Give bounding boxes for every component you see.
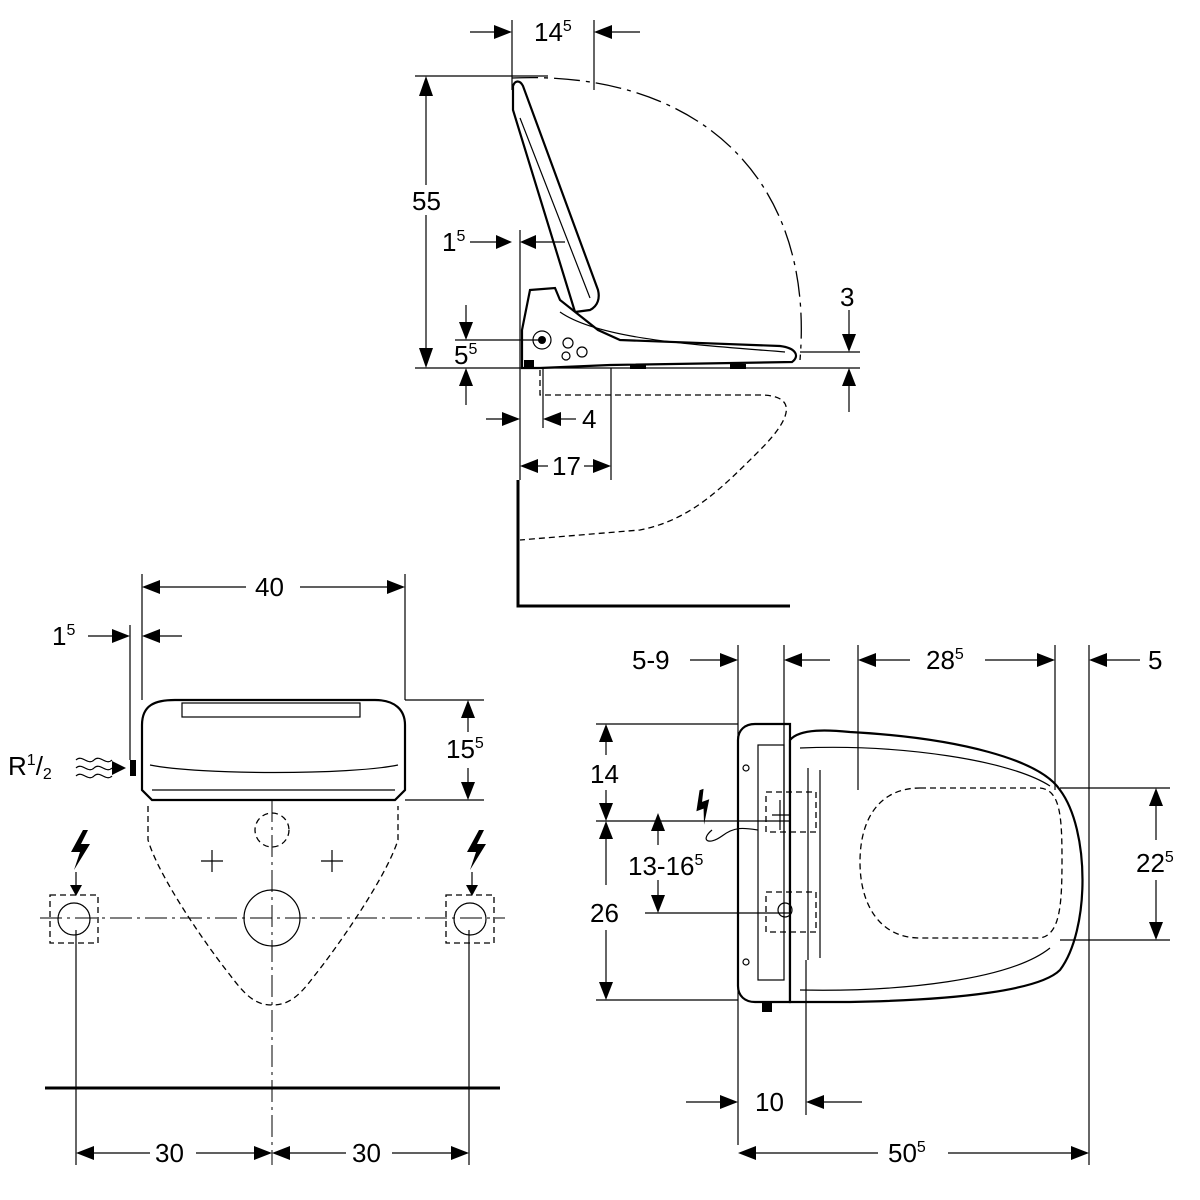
dim-lid-gap: 3 xyxy=(840,282,854,312)
dim-base-height: 55 xyxy=(454,340,477,370)
dim-opening-width: 225 xyxy=(1136,848,1174,878)
dim-depth: 17 xyxy=(552,451,581,481)
electrical-bolt-icon-left xyxy=(71,830,90,870)
top-view: 5-9 285 5 14 13-165 26 225 xyxy=(590,645,1174,1168)
wall-line xyxy=(516,480,790,608)
dim-front-height: 155 xyxy=(446,734,484,764)
dim-connection-range: 13-165 xyxy=(628,851,704,881)
dim-opening: 285 xyxy=(926,645,964,675)
dim-front-offset: 15 xyxy=(52,621,75,651)
seat-ring xyxy=(788,729,1084,1004)
dim-top-width: 145 xyxy=(534,17,572,47)
dim-right-spacing: 30 xyxy=(352,1138,381,1168)
lid-swing-arc xyxy=(511,76,802,361)
dim-side-offset: 15 xyxy=(442,227,465,257)
dim-front-width: 40 xyxy=(255,572,284,602)
dim-tip-gap: 5 xyxy=(1148,645,1162,675)
dim-upper-height: 14 xyxy=(590,759,619,789)
seat-opening-outline xyxy=(859,787,1063,939)
seat-base-housing xyxy=(736,722,792,1004)
bowl-front-outline xyxy=(147,806,399,1006)
dim-lower-height: 26 xyxy=(590,898,619,928)
dim-wall-offset: 5-9 xyxy=(632,645,670,675)
electrical-bolt-icon-top xyxy=(689,788,717,826)
dim-total-length: 505 xyxy=(888,1138,926,1168)
dim-base-depth: 10 xyxy=(755,1087,784,1117)
lid-upright xyxy=(511,80,600,314)
side-view: 145 55 15 55 3 4 xyxy=(412,17,860,608)
dim-left-spacing: 30 xyxy=(155,1138,184,1168)
bowl-outline xyxy=(519,370,788,541)
seat-body xyxy=(520,286,798,370)
front-view: R1/2 40 15 155 30 30 xyxy=(8,572,505,1168)
water-wave-icon xyxy=(75,757,113,779)
water-connection-label: R1/2 xyxy=(8,751,52,783)
dim-height: 55 xyxy=(412,186,441,216)
seat-front xyxy=(140,698,407,802)
electrical-bolt-icon-right xyxy=(467,830,486,870)
dim-wall-gap: 4 xyxy=(582,404,596,434)
